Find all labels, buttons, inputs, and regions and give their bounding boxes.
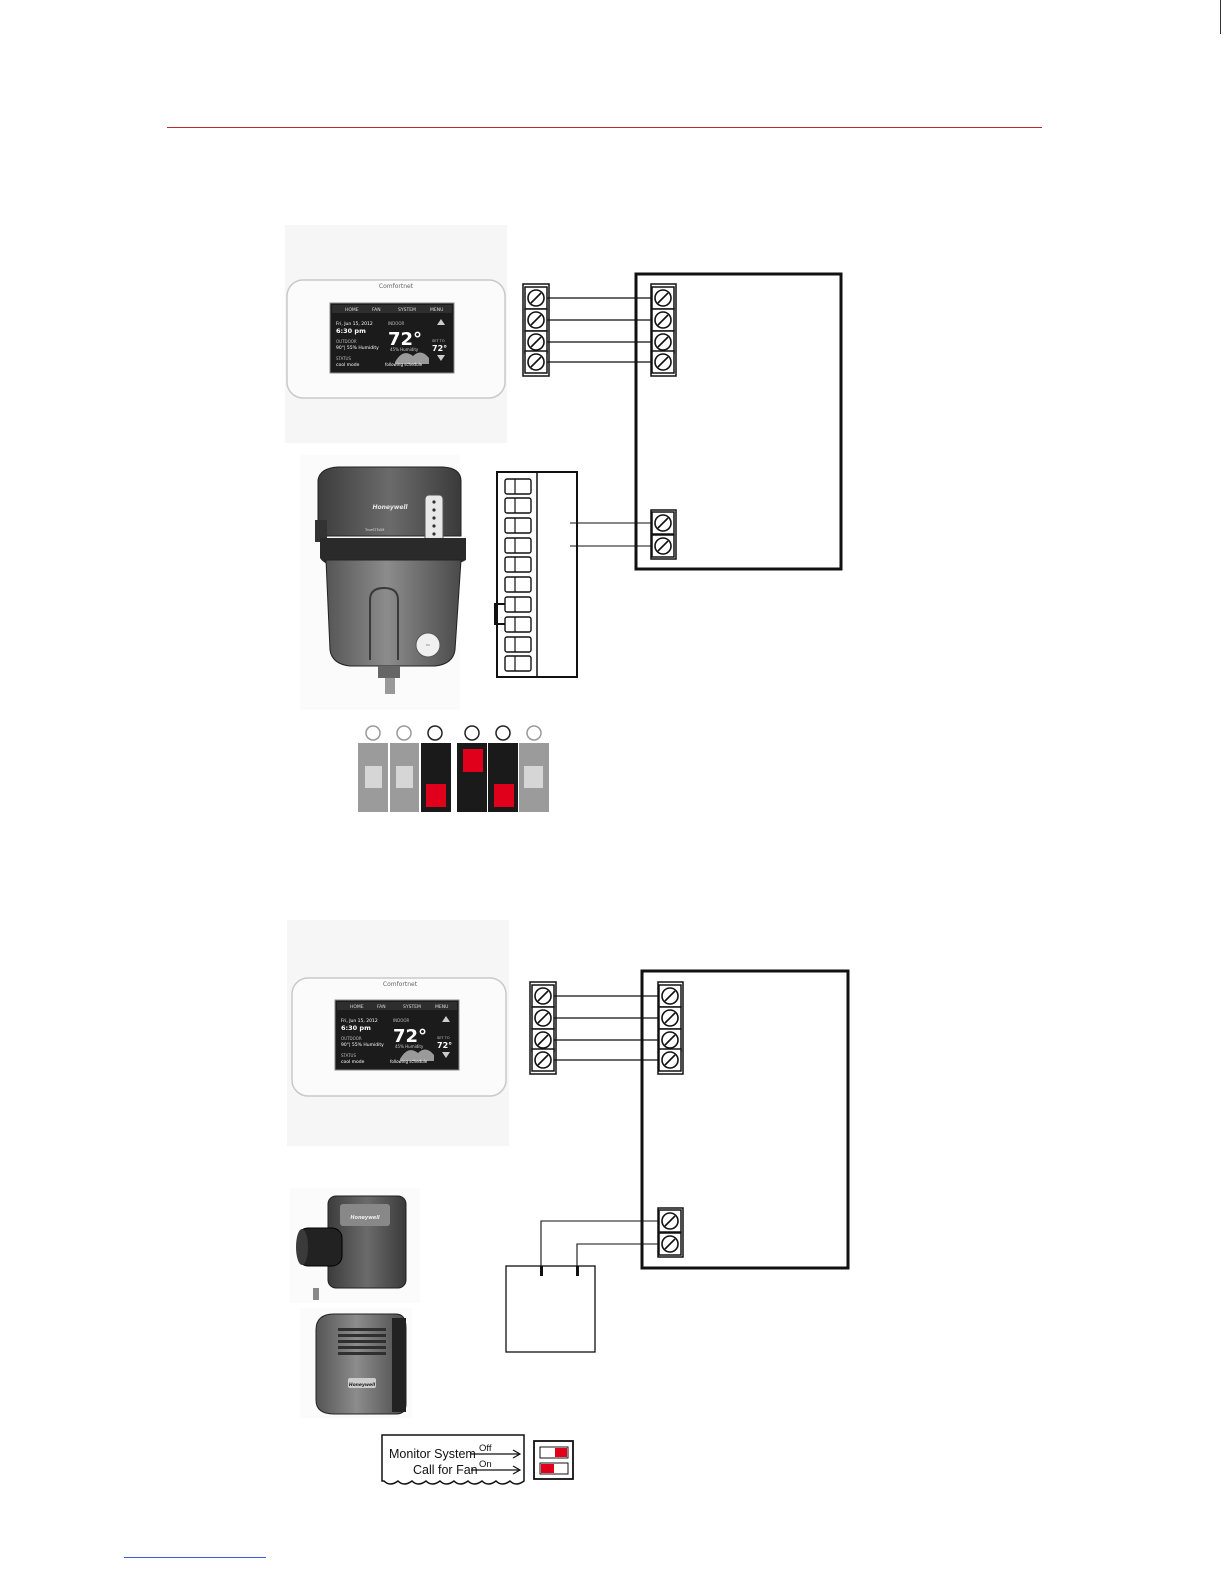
humidifier-wires-bottom (540, 1220, 659, 1270)
set-to-value: 72° (432, 344, 447, 353)
page-edge-mark (1220, 0, 1221, 34)
svg-text:™: ™ (426, 644, 431, 650)
outdoor-label: OUTDOOR (336, 339, 357, 344)
tab-home: HOME (345, 307, 359, 313)
header-rule (167, 127, 1042, 128)
outdoor-value-2: 90°| 55% Humidity (341, 1042, 384, 1048)
outdoor-label-2: OUTDOOR (341, 1036, 362, 1041)
tab-home-2: HOME (350, 1004, 364, 1010)
footer-link-rule (124, 1557, 266, 1558)
dip-switch-bank-bottom (533, 1440, 574, 1480)
tab-fan-2: FAN (377, 1004, 386, 1010)
fan-humidifier-photo: Honeywell (300, 1308, 412, 1418)
humidifier-wires-top (570, 522, 652, 547)
set-to-value-2: 72° (437, 1041, 452, 1050)
temp-up-icon-2 (442, 1016, 450, 1022)
thermostat-time-2: 6:30 pm (341, 1024, 371, 1032)
indoor-label: INDOOR (388, 321, 405, 326)
indoor-label-2: INDOOR (393, 1018, 410, 1023)
call-for-fan-label: Call for Fan (413, 1463, 478, 1477)
weather-icon-2 (400, 1049, 434, 1061)
bypass-brand: Honeywell (350, 1215, 380, 1221)
temp-down-icon (437, 355, 445, 361)
jumper-wire (494, 603, 505, 625)
call-for-fan-state: On (479, 1459, 492, 1470)
control-board-bottom (640, 969, 850, 1270)
tab-menu: MENU (430, 307, 443, 313)
status-value: cool mode (336, 362, 360, 368)
thermostat-brand-2: Comfortnet (383, 981, 418, 988)
temp-down-icon-2 (442, 1052, 450, 1058)
dip-switch-bank-top (358, 725, 549, 812)
set-to-label-2: SET TO (437, 1036, 450, 1040)
dip-switch-legend: Monitor System Off Call for Fan On (381, 1434, 525, 1485)
schedule-text: following schedule (385, 362, 423, 367)
tab-system-2: SYSTEM (403, 1004, 421, 1010)
monitor-system-label: Monitor System (389, 1447, 476, 1461)
tab-fan: FAN (372, 307, 381, 313)
monitor-system-state: Off (479, 1443, 492, 1454)
weather-icon (395, 352, 429, 364)
indoor-humidity-2: 45% Humidity (395, 1044, 424, 1049)
thermostat-terminal-strip-bottom (529, 981, 557, 1075)
outdoor-value: 90°| 55% Humidity (336, 345, 379, 351)
tab-system: SYSTEM (398, 307, 416, 313)
status-label-2: STATUS (341, 1053, 356, 1058)
thermostat-photo-top: Comfortnet HOME FAN SYSTEM MENU Fri, Jun… (285, 225, 507, 443)
humidifier-terminal-block (494, 471, 578, 678)
thermostat-brand: Comfortnet (379, 283, 414, 290)
monitor-system-switch (539, 1446, 569, 1459)
status-value-2: cool mode (341, 1059, 365, 1065)
temp-up-icon (437, 319, 445, 325)
bypass-humidifier-photo: Honeywell (290, 1188, 420, 1303)
humidifier-brand: Honeywell (372, 504, 408, 511)
tab-menu-2: MENU (435, 1004, 448, 1010)
thermostat-date: Fri, Jun 15, 2012 (336, 321, 373, 327)
thermostat-time: 6:30 pm (336, 327, 366, 335)
indoor-temp-2: 72° (393, 1026, 427, 1047)
fan-humidifier-brand: Honeywell (349, 1382, 376, 1388)
indoor-humidity: 45% Humidity (390, 347, 419, 352)
status-label: STATUS (336, 356, 351, 361)
humidifier-control-box (505, 1265, 596, 1353)
steam-humidifier-photo: Honeywell TrueSTEAM ™ (300, 455, 466, 710)
humidifier-model: TrueSTEAM (364, 528, 384, 532)
thermostat-terminal-strip-top (522, 283, 550, 377)
control-board-top (634, 272, 843, 571)
thermostat-date-2: Fri, Jun 15, 2012 (341, 1018, 378, 1024)
indoor-temp: 72° (388, 329, 422, 350)
schedule-text-2: following schedule (390, 1059, 428, 1064)
set-to-label: SET TO (432, 339, 445, 343)
thermostat-photo-bottom: Comfortnet HOME FAN SYSTEM MENU Fri, Jun… (287, 920, 509, 1146)
